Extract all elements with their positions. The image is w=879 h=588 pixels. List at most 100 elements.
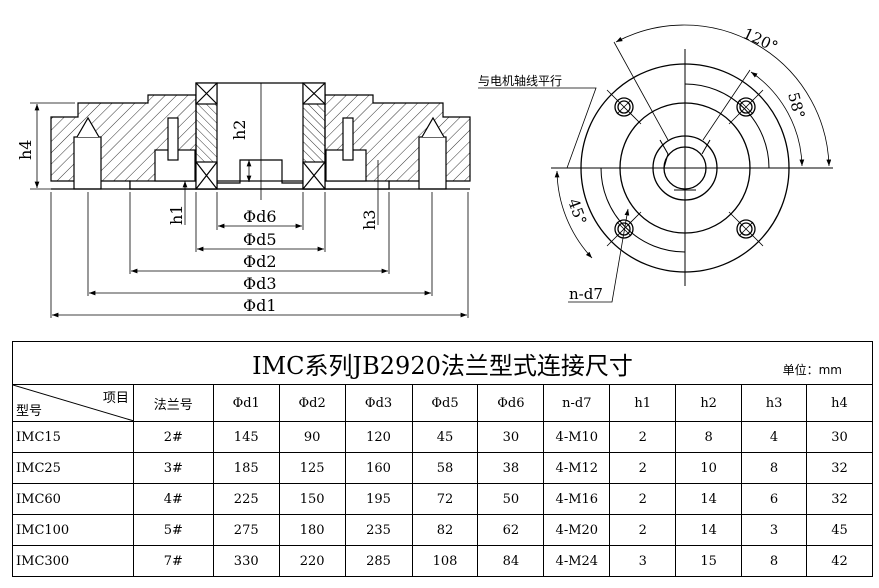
value-cell: 7# [132,545,214,577]
column-header: n-d7 [543,384,611,422]
value-cell: 3# [132,452,214,484]
flange-drawing: h4 h2 h1 h3 Φd6 Φd5 Φd2 Φd3 Φd1 120° 58° [16,24,833,318]
value-cell: 2 [609,514,677,546]
end-view [478,24,833,303]
value-cell: 4 [741,421,807,453]
bolt-hole [728,211,764,247]
angle-58-label: 58° [784,90,808,120]
model-cell: IMC60 [12,483,134,515]
value-cell: 4-M10 [543,421,611,453]
column-header: h3 [741,384,807,422]
column-header: Φd3 [344,384,413,422]
column-header: Φd6 [477,384,545,422]
bolt-hole [728,89,764,125]
value-cell: 275 [212,514,280,546]
label-h1: h1 [167,205,186,225]
hole-note: n-d7 [569,285,603,303]
value-cell: 108 [411,545,479,577]
value-cell: 45 [806,514,873,546]
label-h3: h3 [360,210,379,230]
column-header: Φd5 [411,384,479,422]
column-header: 法兰号 [132,384,214,422]
value-cell: 72 [411,483,479,515]
value-cell: 8 [741,545,807,577]
model-cell: IMC100 [12,514,134,546]
corner-model-label: 型号 [16,404,43,419]
parallel-note: 与电机轴线平行 [478,73,562,88]
label-d5: Φd5 [243,230,277,249]
value-cell: 14 [675,483,743,515]
value-cell: 8 [741,452,807,484]
value-cell: 145 [212,421,280,453]
value-cell: 220 [278,545,346,577]
value-cell: 2 [609,452,677,484]
value-cell: 3 [609,545,677,577]
value-cell: 4-M12 [543,452,611,484]
label-d6: Φd6 [243,207,277,226]
value-cell: 150 [278,483,346,515]
value-cell: 4-M24 [543,545,611,577]
angle-120-label: 120° [740,24,780,56]
value-cell: 30 [477,421,545,453]
label-d1: Φd1 [243,296,277,315]
bolt-hole [606,89,642,125]
value-cell: 2# [132,421,214,453]
value-cell: 58 [411,452,479,484]
value-cell: 84 [477,545,545,577]
model-cell: IMC25 [12,452,134,484]
label-d2: Φd2 [243,252,277,271]
value-cell: 90 [278,421,346,453]
value-cell: 30 [806,421,873,453]
value-cell: 10 [675,452,743,484]
value-cell: 14 [675,514,743,546]
value-cell: 4# [132,483,214,515]
column-header: h4 [806,384,873,422]
value-cell: 125 [278,452,346,484]
column-header: Φd1 [212,384,280,422]
label-h4: h4 [16,140,35,160]
value-cell: 8 [675,421,743,453]
unit-label: 单位：mm [782,363,842,377]
value-cell: 2 [609,483,677,515]
value-cell: 285 [344,545,413,577]
corner-item-label: 项目 [102,391,129,406]
value-cell: 225 [212,483,280,515]
value-cell: 5# [132,514,214,546]
model-cell: IMC300 [12,545,134,577]
value-cell: 45 [411,421,479,453]
value-cell: 235 [344,514,413,546]
value-cell: 4-M20 [543,514,611,546]
bolt-hole [606,211,642,247]
value-cell: 32 [806,452,873,484]
value-cell: 6 [741,483,807,515]
table-title: IMC系列JB2920法兰型式连接尺寸 [252,351,633,380]
header-row: 项目 型号 法兰号 Φd1 Φd2 Φd3 Φd5 Φd6 n-d7 h1 h2… [12,384,873,422]
value-cell: 15 [675,545,743,577]
label-d3: Φd3 [243,274,277,293]
corner-header: 项目 型号 [12,384,134,422]
column-header: h2 [675,384,743,422]
table-title-cell: IMC系列JB2920法兰型式连接尺寸 单位：mm [12,341,873,385]
value-cell: 38 [477,452,545,484]
value-cell: 185 [212,452,280,484]
value-cell: 32 [806,483,873,515]
value-cell: 330 [212,545,280,577]
value-cell: 2 [609,421,677,453]
dimension-table: IMC系列JB2920法兰型式连接尺寸 单位：mm 项目 型号 法兰号 Φd1 … [12,341,873,577]
value-cell: 195 [344,483,413,515]
section-dimensions [30,102,469,318]
value-cell: 3 [741,514,807,546]
label-h2: h2 [230,120,249,140]
value-cell: 82 [411,514,479,546]
model-cell: IMC15 [12,421,134,453]
value-cell: 180 [278,514,346,546]
value-cell: 42 [806,545,873,577]
value-cell: 4-M16 [543,483,611,515]
section-view [50,82,471,200]
value-cell: 120 [344,421,413,453]
